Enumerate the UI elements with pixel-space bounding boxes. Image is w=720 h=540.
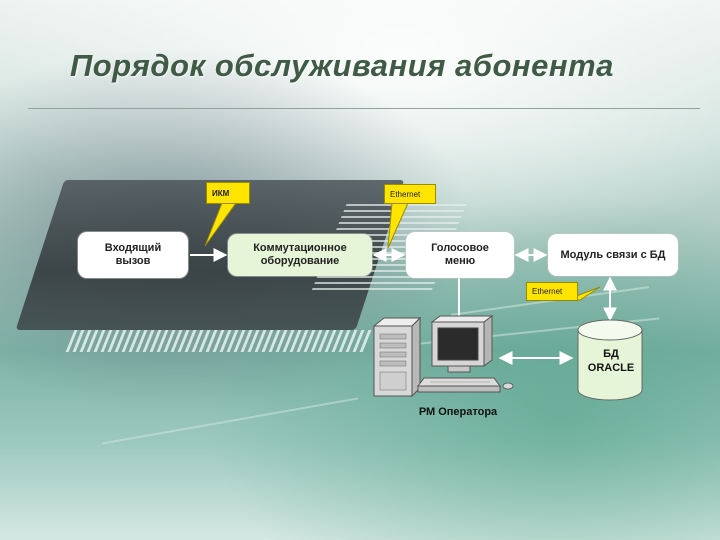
node-voice-menu-label: Голосовое меню [431,242,489,267]
database-cylinder [577,319,643,401]
page-title: Порядок обслуживания абонента [70,48,614,83]
node-switching-equipment-label: Коммутационное оборудование [253,242,347,267]
title-divider [28,108,700,109]
node-incoming-call: Входящий вызов [78,232,188,278]
note-ethernet-right-label: Ethernet [532,287,563,296]
workstation-icon [417,315,514,393]
note-ethernet-top-label: Ethernet [390,189,421,199]
node-voice-menu: Голосовое меню [406,232,514,278]
note-ikm: ИКМ [206,182,250,204]
node-db-module: Модуль связи с БД [548,234,678,276]
database-label: БД ORACLE [580,347,642,375]
database-label-line1: БД [603,348,619,360]
server-icon [372,316,422,398]
node-db-module-label: Модуль связи с БД [560,248,666,261]
callout-pointer-ethernet-top [387,202,409,249]
operator-label: РМ Оператора [418,406,498,418]
note-ethernet-right: Ethernet [526,282,578,301]
node-incoming-call-label: Входящий вызов [104,242,162,267]
note-ethernet-top: Ethernet [384,184,436,204]
node-switching-equipment: Коммутационное оборудование [228,234,372,276]
database-label-line2: ORACLE [587,362,635,374]
note-ikm-label: ИКМ [212,188,230,198]
